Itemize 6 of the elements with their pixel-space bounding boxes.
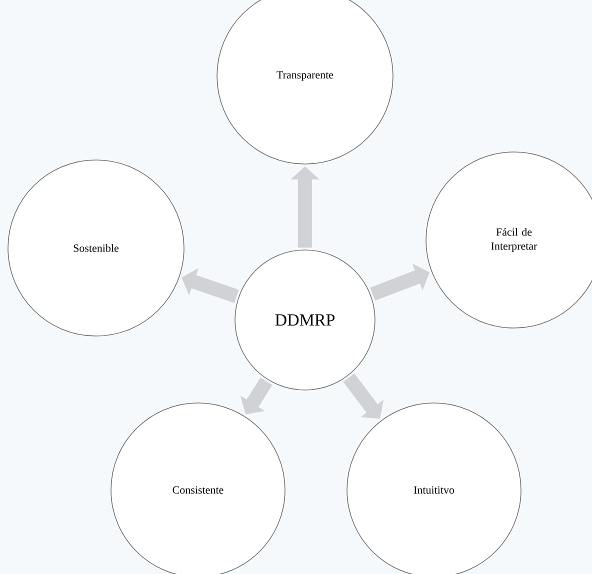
block-arrow bbox=[343, 373, 384, 419]
circle-node: DDMRP bbox=[234, 250, 376, 390]
circle-node: Sostenible bbox=[8, 160, 184, 336]
circle-node: Consistente bbox=[110, 402, 286, 574]
circle-node: Intuititvo bbox=[346, 402, 522, 574]
circle-node: Fácil de Interpretar bbox=[426, 152, 592, 328]
